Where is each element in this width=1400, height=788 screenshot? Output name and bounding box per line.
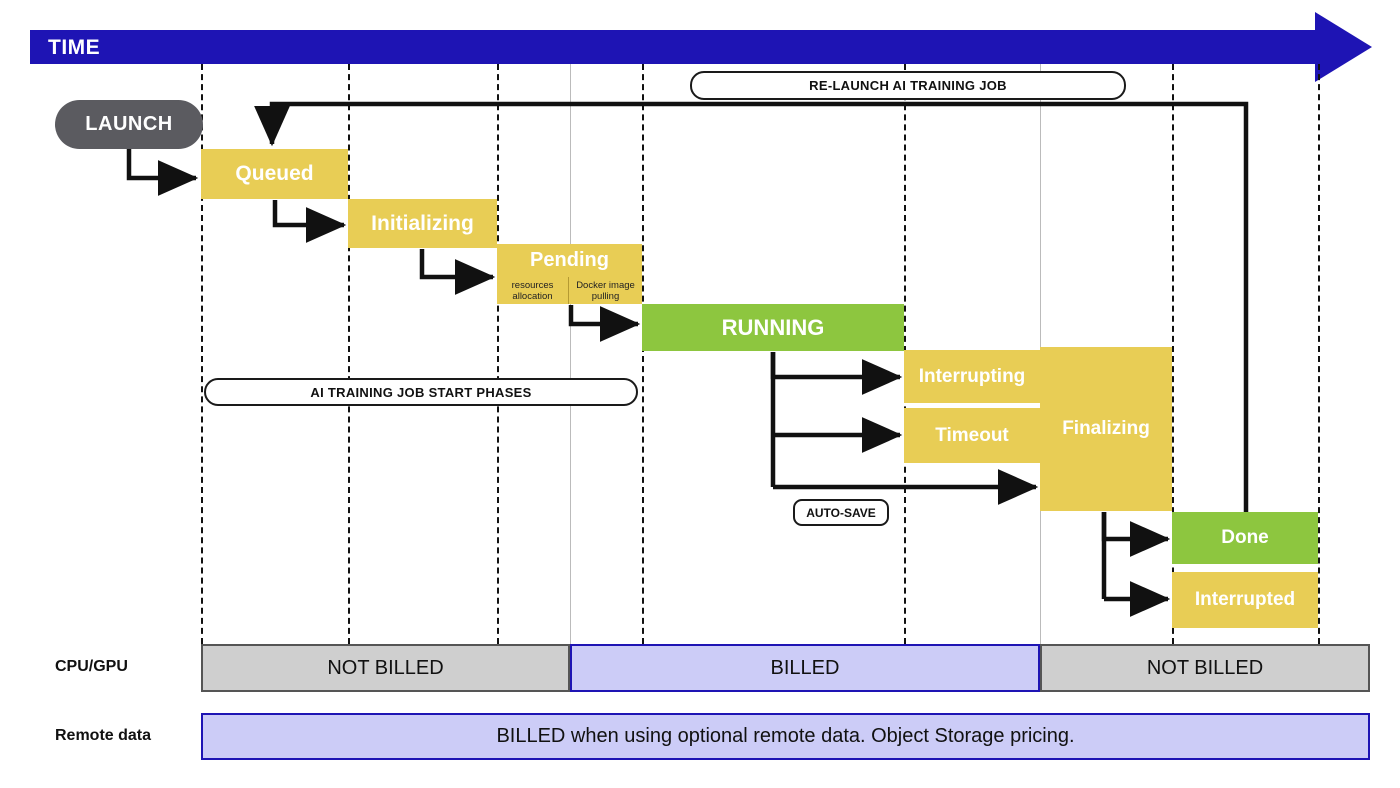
pending-substep-resources-allocation: resources allocation [497,277,569,304]
state-box-pending[interactable]: Pending resources allocation Docker imag… [497,244,642,304]
arrow-queued-to-initializing [272,200,347,243]
billing-segment-cpu-gpu-1-label: NOT BILLED [327,656,444,679]
annotation-start-phases-label: AI TRAINING JOB START PHASES [310,384,532,400]
state-label-timeout: Timeout [935,424,1009,446]
annotation-relaunch: RE-LAUNCH AI TRAINING JOB [690,71,1126,100]
state-label-interrupting: Interrupting [918,365,1026,387]
billing-segment-remote-data-1: BILLED when using optional remote data. … [201,713,1370,760]
gridline-3 [497,64,499,644]
gridline-9 [1318,64,1320,644]
annotation-autosave: AUTO-SAVE [793,499,889,526]
launch-node-label: LAUNCH [85,113,173,135]
state-label-queued: Queued [235,162,314,185]
state-box-running[interactable]: RUNNING [642,304,904,351]
pending-substep-docker-image-pulling: Docker image pulling [569,277,642,304]
arrow-launch-to-queued [126,149,199,196]
billing-segment-cpu-gpu-3: NOT BILLED [1040,644,1370,692]
state-label-finalizing: Finalizing [1062,418,1150,439]
billing-segment-cpu-gpu-2: BILLED [570,644,1040,692]
time-axis-arrow-icon [1315,12,1372,82]
row-label-cpu-gpu: CPU/GPU [55,658,128,675]
state-box-interrupting[interactable]: Interrupting [904,350,1040,403]
state-box-initializing[interactable]: Initializing [348,199,497,248]
billing-segment-cpu-gpu-3-label: NOT BILLED [1146,656,1264,679]
gridline-4-minor [570,64,571,644]
time-axis-bar [30,30,1316,64]
state-label-pending: Pending [497,244,642,277]
gridline-1 [201,64,203,644]
state-label-initializing: Initializing [371,211,474,235]
time-axis-label: TIME [48,36,101,59]
gridline-2 [348,64,350,644]
state-box-queued[interactable]: Queued [201,149,348,199]
arrow-pending-to-running [568,305,641,342]
billing-segment-cpu-gpu-1: NOT BILLED [201,644,570,692]
state-box-interrupted[interactable]: Interrupted [1172,572,1318,628]
arrow-finalizing-to-done [1101,512,1171,557]
state-label-interrupted: Interrupted [1194,589,1296,610]
state-label-running: RUNNING [721,314,825,340]
billing-segment-cpu-gpu-2-label: BILLED [770,656,840,679]
annotation-autosave-label: AUTO-SAVE [806,505,876,520]
state-label-done: Done [1221,527,1269,548]
row-label-remote-data: Remote data [55,727,152,744]
arrow-running-to-interrupting [770,352,903,395]
launch-node[interactable]: LAUNCH [55,100,203,149]
state-box-finalizing[interactable]: Finalizing [1040,347,1172,511]
arrow-initializing-to-pending [419,249,496,295]
state-box-timeout[interactable]: Timeout [904,408,1040,463]
gridline-5 [642,64,644,644]
annotation-relaunch-label: RE-LAUNCH AI TRAINING JOB [809,78,1007,93]
billing-segment-remote-data-1-label: BILLED when using optional remote data. … [496,725,1075,747]
annotation-start-phases: AI TRAINING JOB START PHASES [204,378,638,406]
state-box-done[interactable]: Done [1172,512,1318,564]
